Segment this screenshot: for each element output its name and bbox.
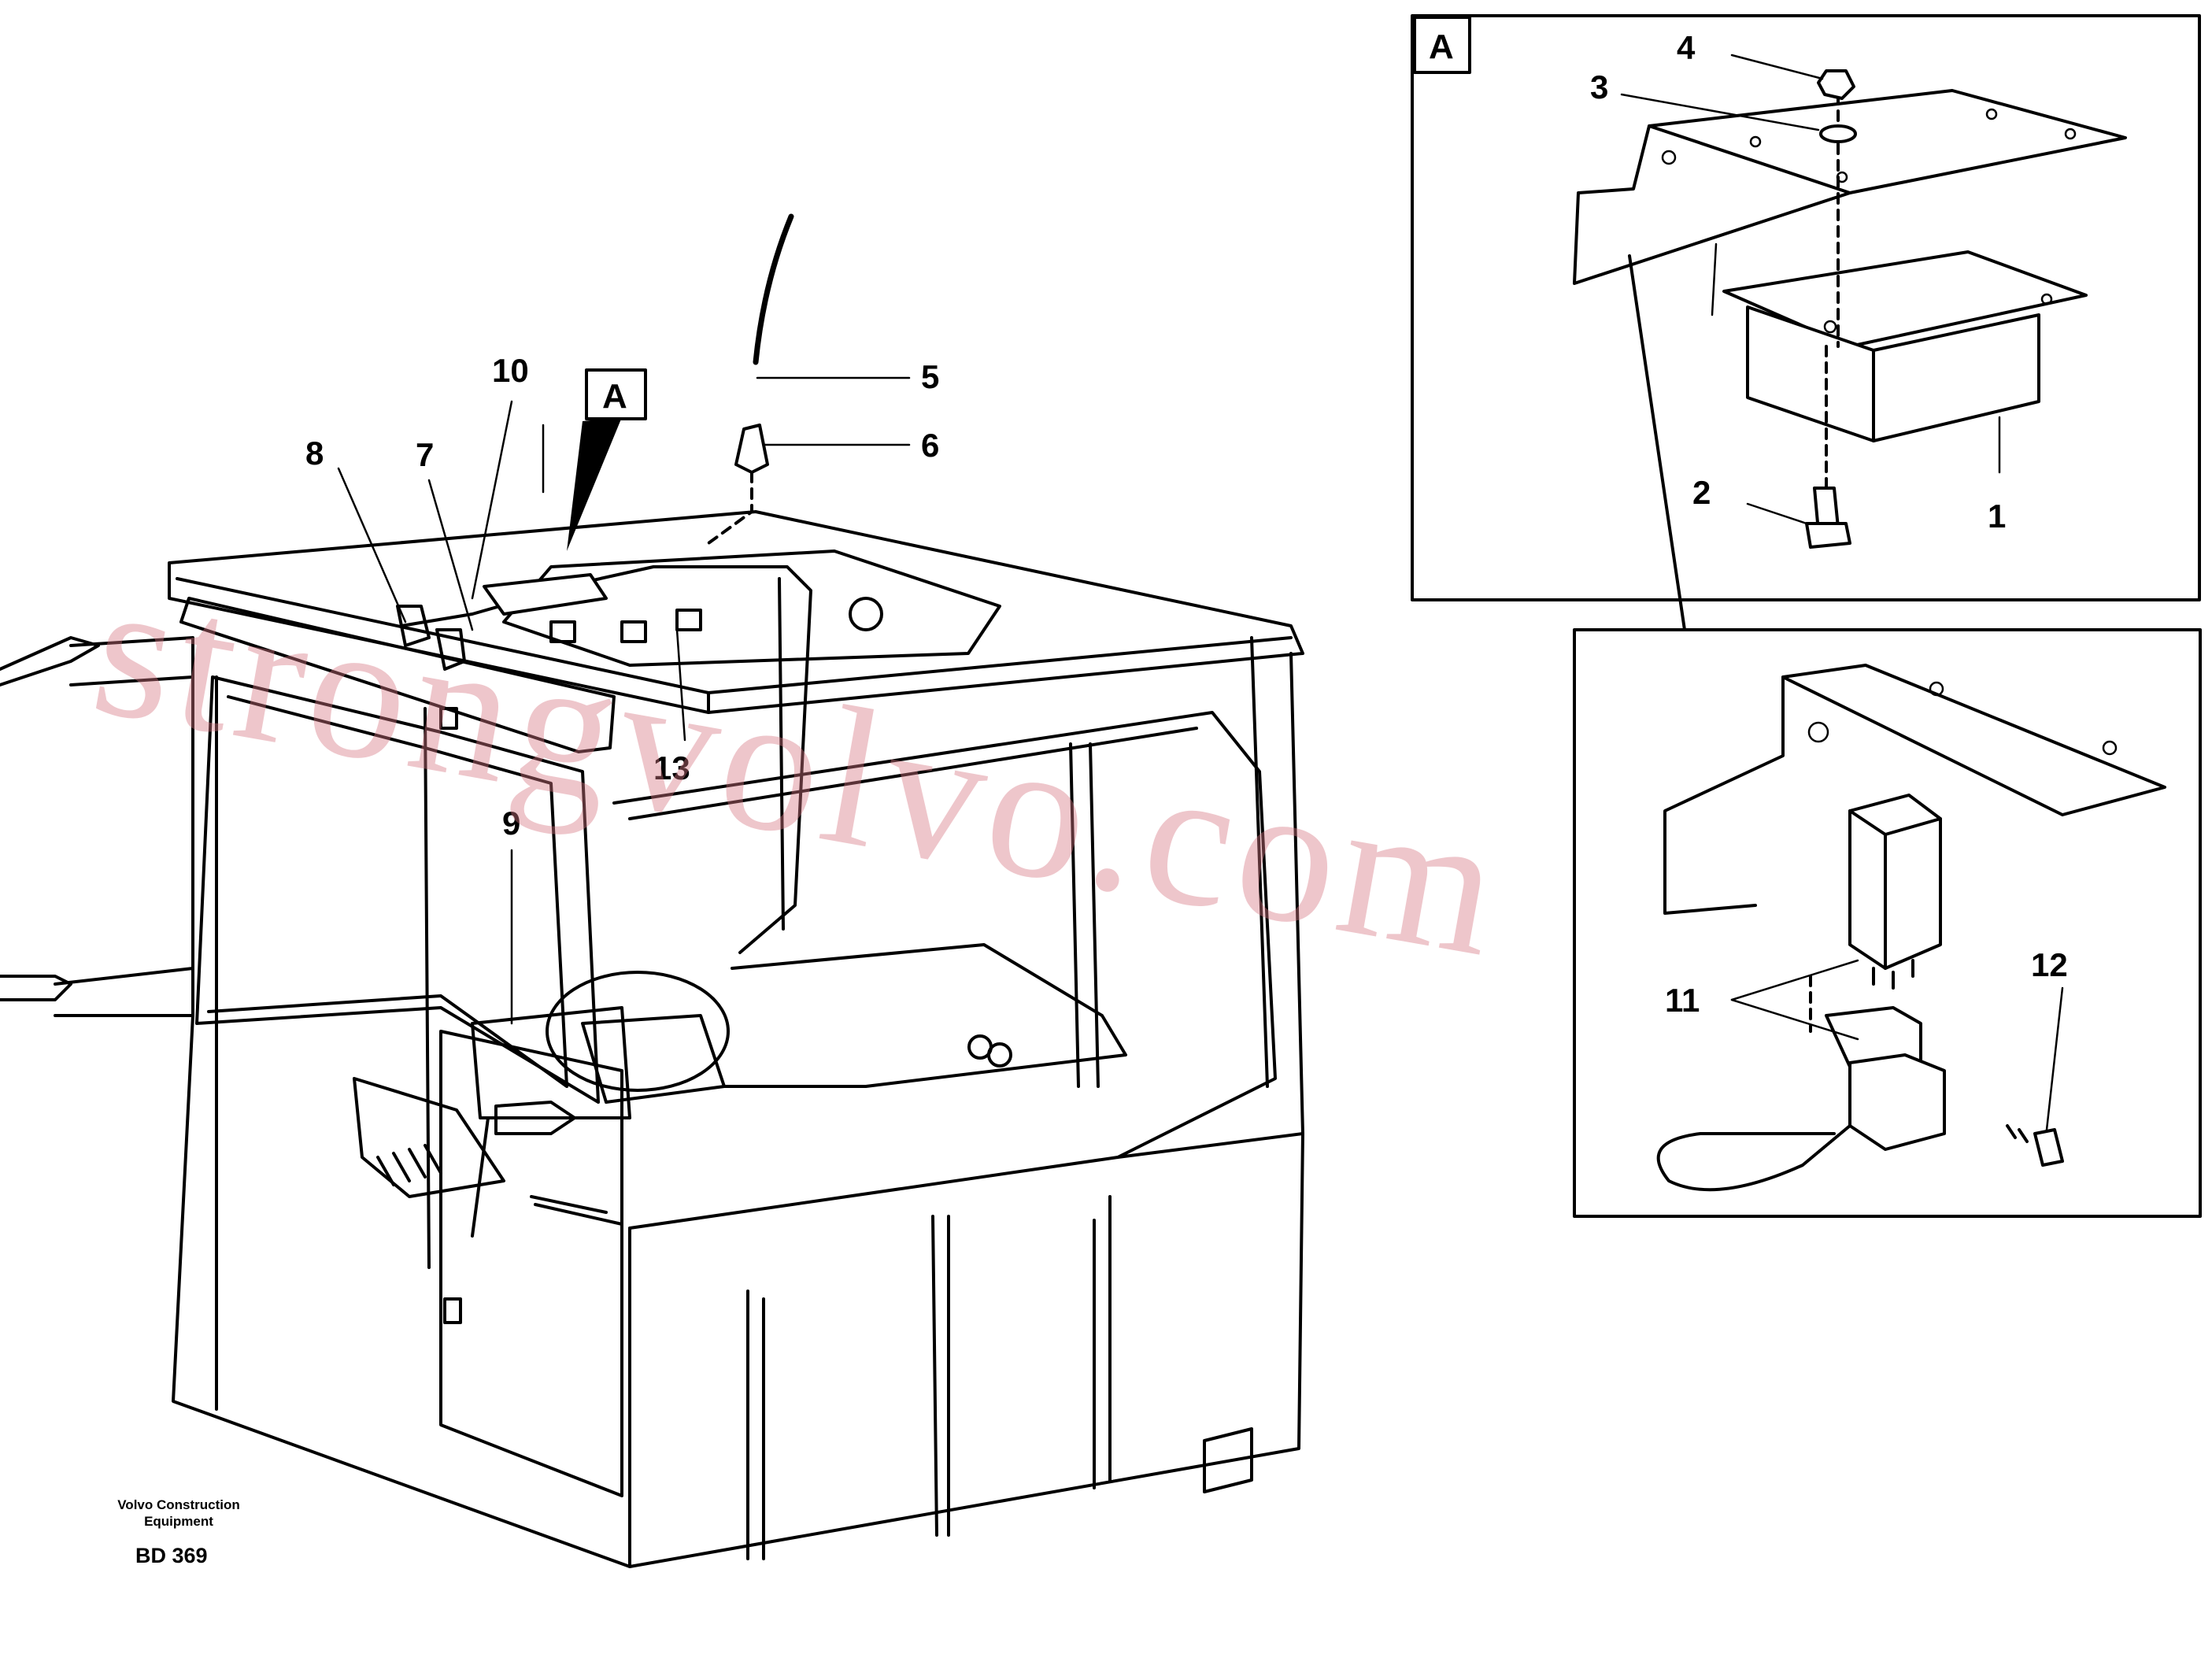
- callout-7: 7: [416, 436, 434, 473]
- callout-9: 9: [502, 805, 520, 842]
- maker-line-1: Volvo Construction: [117, 1497, 240, 1512]
- detail-link-line: [1628, 254, 1686, 631]
- callout-6: 6: [921, 427, 939, 464]
- callout-8: 8: [305, 435, 324, 472]
- detail-box-a: [1411, 14, 2201, 601]
- detail-box-a-label: A: [1429, 28, 1454, 66]
- callout-2: 2: [1692, 474, 1711, 511]
- leader-lines: [337, 368, 911, 1025]
- main-view-a-label: A: [602, 377, 627, 416]
- detail-box-relay: [1573, 628, 2202, 1218]
- drawing-code: BD 369: [135, 1544, 208, 1567]
- callout-5: 5: [921, 358, 939, 395]
- footer: Volvo Construction Equipment BD 369: [117, 1497, 240, 1567]
- callout-4: 4: [1677, 29, 1696, 66]
- callout-3: 3: [1590, 68, 1608, 105]
- callout-labels: 1 2 3 4 5 6 7 8 9 10 11 12 13 A A: [305, 28, 2068, 1019]
- maker-line-2: Equipment: [144, 1514, 213, 1529]
- callout-13: 13: [653, 749, 690, 786]
- callout-1: 1: [1988, 498, 2006, 535]
- callout-10: 10: [492, 352, 529, 389]
- callout-11: 11: [1665, 982, 1700, 1019]
- callout-12: 12: [2031, 946, 2068, 983]
